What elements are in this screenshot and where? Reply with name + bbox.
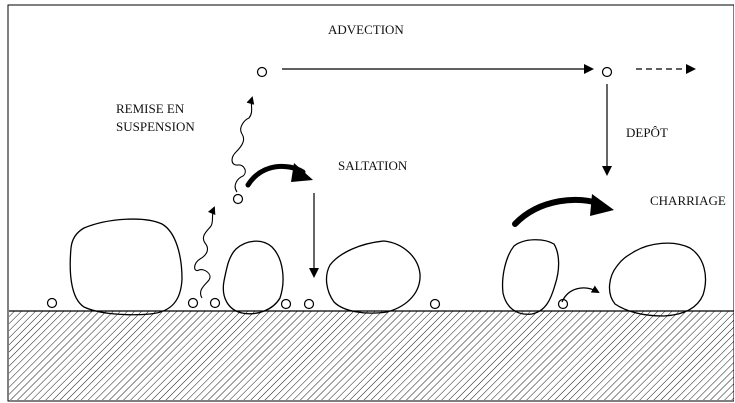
boulder-1 xyxy=(70,219,182,315)
label-suspension: SUSPENSION xyxy=(116,119,195,134)
riverbed xyxy=(9,311,734,400)
particle xyxy=(189,299,198,308)
particle xyxy=(48,299,57,308)
particle xyxy=(431,300,440,309)
boulder-2 xyxy=(223,241,283,314)
label-saltation: SALTATION xyxy=(338,158,408,173)
particle xyxy=(305,300,314,309)
particle-advected-start xyxy=(258,68,267,77)
charriage-small-arrow xyxy=(562,288,598,302)
particle xyxy=(211,299,220,308)
boulders xyxy=(70,219,705,316)
charriage-curved-arrow xyxy=(515,194,614,224)
particle xyxy=(282,300,291,309)
resuspension-squiggle-upper xyxy=(232,98,252,192)
label-depot: DEPÔT xyxy=(626,125,668,140)
label-charriage: CHARRIAGE xyxy=(650,193,726,208)
particle-advected-end xyxy=(603,68,612,77)
saltation-curved-arrow xyxy=(248,163,313,185)
boulder-5 xyxy=(609,243,705,316)
resuspension-squiggle-lower xyxy=(195,208,214,298)
particle-suspended xyxy=(234,195,243,204)
boulder-4 xyxy=(503,240,559,315)
label-advection: ADVECTION xyxy=(328,22,404,37)
boulder-3 xyxy=(327,241,421,313)
label-remise-en: REMISE EN xyxy=(116,101,185,116)
